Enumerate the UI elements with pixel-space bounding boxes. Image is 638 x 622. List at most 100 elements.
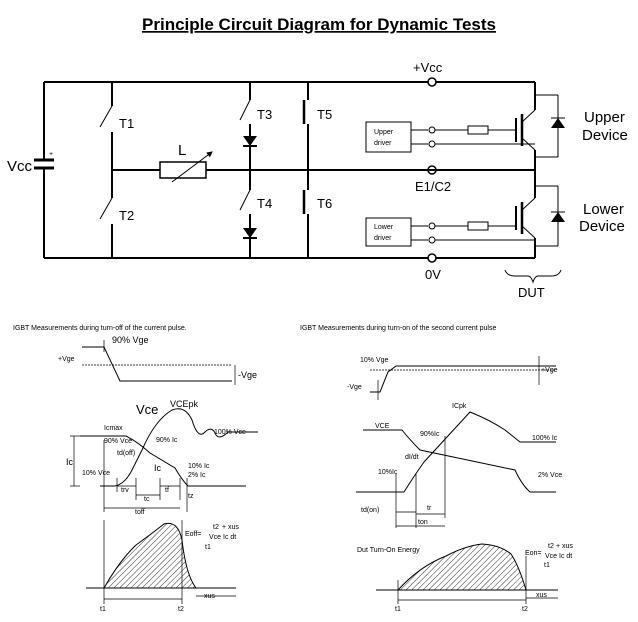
lower-gate-resistor: [467, 221, 489, 231]
turn-on-xus-label: xus: [536, 592, 547, 599]
circuit-schematic: + Vcc T1 T2 L T3 T4 T5 T6: [7, 60, 628, 300]
ground-label: 0V: [425, 267, 441, 282]
turn-on-vce-2-label: 2% Vce: [538, 472, 562, 479]
turn-on-ic-wave: [356, 411, 556, 493]
switch-label-t2: T2: [119, 208, 134, 223]
turn-on-ic-90-label: 90%Ic: [420, 431, 440, 438]
turn-on-t2-label: t2: [522, 606, 528, 613]
turn-off-plus-vge-label: +Vge: [58, 356, 75, 363]
terminal-0v: [427, 253, 437, 263]
turn-off-vge-wave: [82, 346, 232, 382]
turn-off-panel: IGBT Measurements during turn-off of the…: [13, 325, 258, 613]
turn-off-trv-label: trv: [121, 487, 129, 494]
turn-off-minus-vge-label: -Vge: [238, 370, 257, 380]
switch-label-t6: T6: [317, 196, 332, 211]
turn-on-eon-upper-limit: t2: [548, 543, 554, 550]
dut-label: DUT: [518, 285, 545, 300]
switch-t3-symbol: [239, 99, 251, 121]
upper-driver-label-1: Upper: [374, 129, 394, 136]
turn-off-eoff-expr: Vce Ic dt: [209, 534, 236, 541]
turn-off-tdoff-label: td(off): [117, 450, 135, 457]
turn-off-eoff-label: Eoff=: [185, 531, 201, 538]
turn-on-tr-label: tr: [427, 505, 432, 512]
capacitor-plus-label: +: [49, 151, 53, 158]
node-e1c2-label: E1/C2: [415, 179, 451, 194]
turn-off-energy-curve: [103, 522, 198, 589]
turn-off-icmax-label: Icmax: [104, 425, 123, 432]
turn-on-plus-vge-label: +Vge: [541, 367, 558, 374]
diode-t4-symbol: [243, 228, 257, 238]
turn-off-ic-axis-label: Ic: [66, 457, 74, 467]
turn-on-vce-wave: [363, 429, 556, 493]
turn-on-energy-label: Dut Turn-On Energy: [357, 547, 420, 554]
turn-on-ic-100-label: 100% Ic: [532, 435, 558, 442]
turn-off-ic-2-label: 2% Ic: [188, 472, 206, 479]
turn-off-eoff-upper-limit: t2: [213, 524, 219, 531]
turn-on-panel: IGBT Measurements during turn-on of the …: [300, 325, 573, 613]
upper-igbt-symbol: [515, 82, 565, 170]
turn-off-eoff-lower-limit: t1: [205, 544, 211, 551]
turn-off-ic-10-label: 10% Ic: [188, 463, 210, 470]
inductor-symbol: [159, 161, 207, 179]
lower-device-label-1: Lower: [583, 201, 624, 218]
lower-driver-label-1: Lower: [374, 224, 394, 231]
turn-on-icpk-label: ICpk: [452, 403, 467, 410]
vcc-top-label: +Vcc: [413, 60, 443, 75]
turn-off-vce-90-label: 90% Vce: [104, 438, 132, 445]
lower-igbt-symbol: [515, 170, 565, 258]
turn-on-eon-us-label: + xus: [556, 543, 573, 550]
page-title: Principle Circuit Diagram for Dynamic Te…: [142, 15, 496, 34]
switch-t4-symbol: [239, 189, 251, 211]
turn-off-vce-10-label: 10% Vce: [82, 470, 110, 477]
turn-off-xus-label: xus: [204, 593, 215, 600]
lower-driver-box: [365, 217, 412, 247]
turn-on-minus-vge-label: -Vge: [347, 384, 362, 391]
switch-label-t1: T1: [119, 116, 134, 131]
switch-label-t3: T3: [257, 107, 272, 122]
turn-off-vce-100-label: 100% Vce: [214, 429, 246, 436]
lower-driver-label-2: driver: [374, 235, 392, 242]
turn-on-ton-label: ton: [418, 519, 428, 526]
switch-t2-symbol: [99, 197, 113, 220]
turn-off-tz-label: tz: [188, 493, 194, 500]
turn-off-ic-wave: [80, 435, 246, 487]
diode-t3-symbol: [243, 136, 257, 146]
upper-device-label-1: Upper: [584, 109, 625, 126]
turn-off-vge-90-label: 90% Vge: [112, 335, 149, 345]
turn-on-vge-wave: [370, 365, 556, 393]
turn-off-tc-label: tc: [144, 496, 150, 503]
turn-off-vce-wave: [100, 408, 258, 487]
inductor-label: L: [178, 142, 186, 159]
turn-on-tdon-label: td(on): [361, 507, 379, 514]
turn-on-vge-10-label: 10% Vge: [360, 357, 389, 364]
turn-off-ic-wave-label: Ic: [154, 463, 162, 473]
turn-on-t1-label: t1: [395, 606, 401, 613]
turn-on-ic-10-label: 10%Ic: [378, 469, 398, 476]
switch-label-t5: T5: [317, 107, 332, 122]
turn-off-heading: IGBT Measurements during turn-off of the…: [13, 325, 187, 332]
vcc-capacitor-symbol: [34, 158, 54, 176]
turn-off-eoff-us-label: + xus: [222, 524, 239, 531]
turn-off-vcepk-label: VCEpk: [170, 399, 199, 409]
turn-on-eon-label: Eon=: [525, 550, 542, 557]
turn-off-t1-label: t1: [100, 606, 106, 613]
dut-brace: [504, 269, 562, 284]
turn-on-vce-label: VCE: [375, 423, 390, 430]
turn-off-tf-label: tf: [165, 487, 169, 494]
terminal-vcc: [427, 77, 437, 87]
upper-gate-resistor: [467, 125, 489, 135]
lower-device-label-2: Device: [579, 218, 625, 235]
switch-label-t4: T4: [257, 196, 272, 211]
turn-on-energy-curve: [396, 543, 527, 591]
turn-on-eon-lower-limit: t1: [544, 562, 550, 569]
turn-off-ic-90-label: 90% Ic: [156, 437, 178, 444]
turn-on-heading: IGBT Measurements during turn-on of the …: [300, 325, 496, 332]
upper-driver-label-2: driver: [374, 140, 392, 147]
turn-off-t2-label: t2: [178, 606, 184, 613]
turn-off-toff-label: toff: [135, 509, 145, 516]
turn-off-vce-label: Vce: [136, 402, 158, 417]
turn-on-didt-label: dI/dt: [405, 454, 419, 461]
upper-device-label-2: Device: [582, 127, 628, 144]
upper-driver-box: [365, 121, 412, 153]
